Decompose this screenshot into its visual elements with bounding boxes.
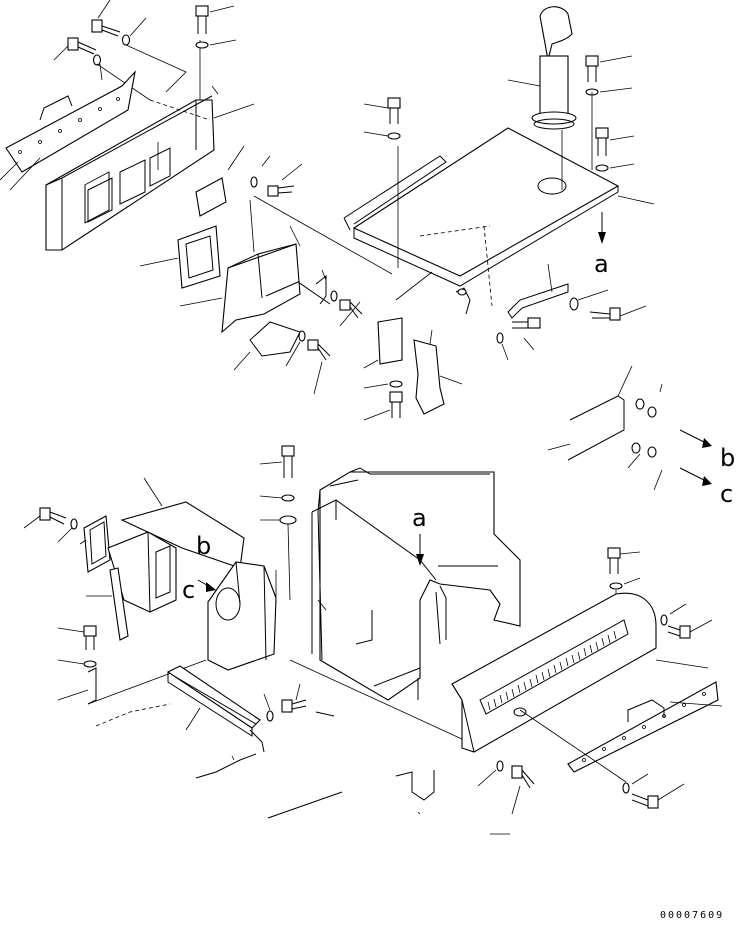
label-b: b (720, 444, 735, 472)
drawing-code: 00007609 (660, 910, 724, 921)
vent-cover (451, 592, 709, 753)
washer (259, 494, 295, 502)
end-bracket (207, 561, 277, 671)
grille (79, 515, 111, 573)
bolt (363, 391, 403, 421)
side-cover-frame (45, 40, 255, 251)
vent-louvers (487, 630, 617, 711)
label-b-lower: b (196, 532, 211, 560)
bolt (91, 0, 121, 37)
stay (413, 329, 463, 415)
bolt (307, 339, 331, 395)
washer (477, 760, 504, 787)
bolt (585, 55, 633, 82)
lower-left-assembly: b c (23, 445, 343, 819)
washer (496, 332, 509, 361)
frame-lower-edge (195, 711, 343, 819)
side-panel (107, 531, 177, 613)
arrow-to-a-lower: a (412, 504, 427, 566)
bolt (631, 783, 685, 809)
washer (263, 693, 274, 722)
washer (285, 330, 306, 367)
lower-rail (166, 665, 261, 737)
bolt (667, 619, 713, 639)
clamp (233, 321, 301, 371)
washer (330, 290, 338, 302)
gasket (139, 225, 221, 289)
bolt (363, 97, 401, 124)
washer (92, 54, 103, 81)
bolt (57, 625, 97, 650)
washer (585, 87, 633, 96)
bolt (339, 299, 363, 327)
washer (260, 515, 297, 601)
strip (86, 567, 129, 641)
cover-plate (0, 70, 136, 191)
upper-left-cover-assembly (0, 0, 393, 395)
arrow-to-a: a (594, 212, 609, 278)
cover: b (120, 477, 245, 569)
upper-right-plate-assembly: a (343, 6, 655, 421)
top-plate (343, 92, 655, 287)
bracket (315, 269, 327, 305)
exhaust-stack (507, 6, 577, 130)
washer (195, 39, 237, 49)
label-a: a (594, 250, 609, 278)
main-housing: a (289, 467, 521, 835)
label-c-lower: c (182, 576, 195, 604)
bolt (607, 547, 641, 574)
bracket (57, 659, 207, 705)
washer (363, 380, 403, 389)
bolt (511, 765, 535, 815)
outer-plate (567, 681, 723, 773)
bolt (195, 5, 235, 34)
bolt (589, 305, 647, 321)
washer (660, 603, 687, 626)
bolt (53, 37, 97, 61)
bolt (281, 683, 307, 713)
washer (57, 659, 97, 668)
detail-b-c: b c (547, 365, 735, 508)
washer (57, 518, 78, 543)
bolt (512, 317, 541, 351)
label-a-lower: a (412, 504, 427, 532)
stay (363, 271, 433, 369)
air-duct (179, 195, 393, 334)
washer (121, 17, 147, 46)
inspection-cover (195, 145, 245, 217)
bolt (595, 127, 635, 156)
washer (519, 709, 649, 794)
bolt (267, 163, 303, 197)
washer (595, 163, 635, 172)
label-c: c (720, 480, 733, 508)
washer (363, 131, 401, 140)
washer (250, 155, 271, 188)
washer (569, 289, 609, 311)
bolt (23, 507, 67, 529)
support-rod (507, 263, 569, 319)
vent-cover-assembly (451, 547, 723, 815)
clip (455, 287, 471, 315)
bolt (259, 445, 295, 478)
arrow-to-c: c (182, 576, 216, 604)
